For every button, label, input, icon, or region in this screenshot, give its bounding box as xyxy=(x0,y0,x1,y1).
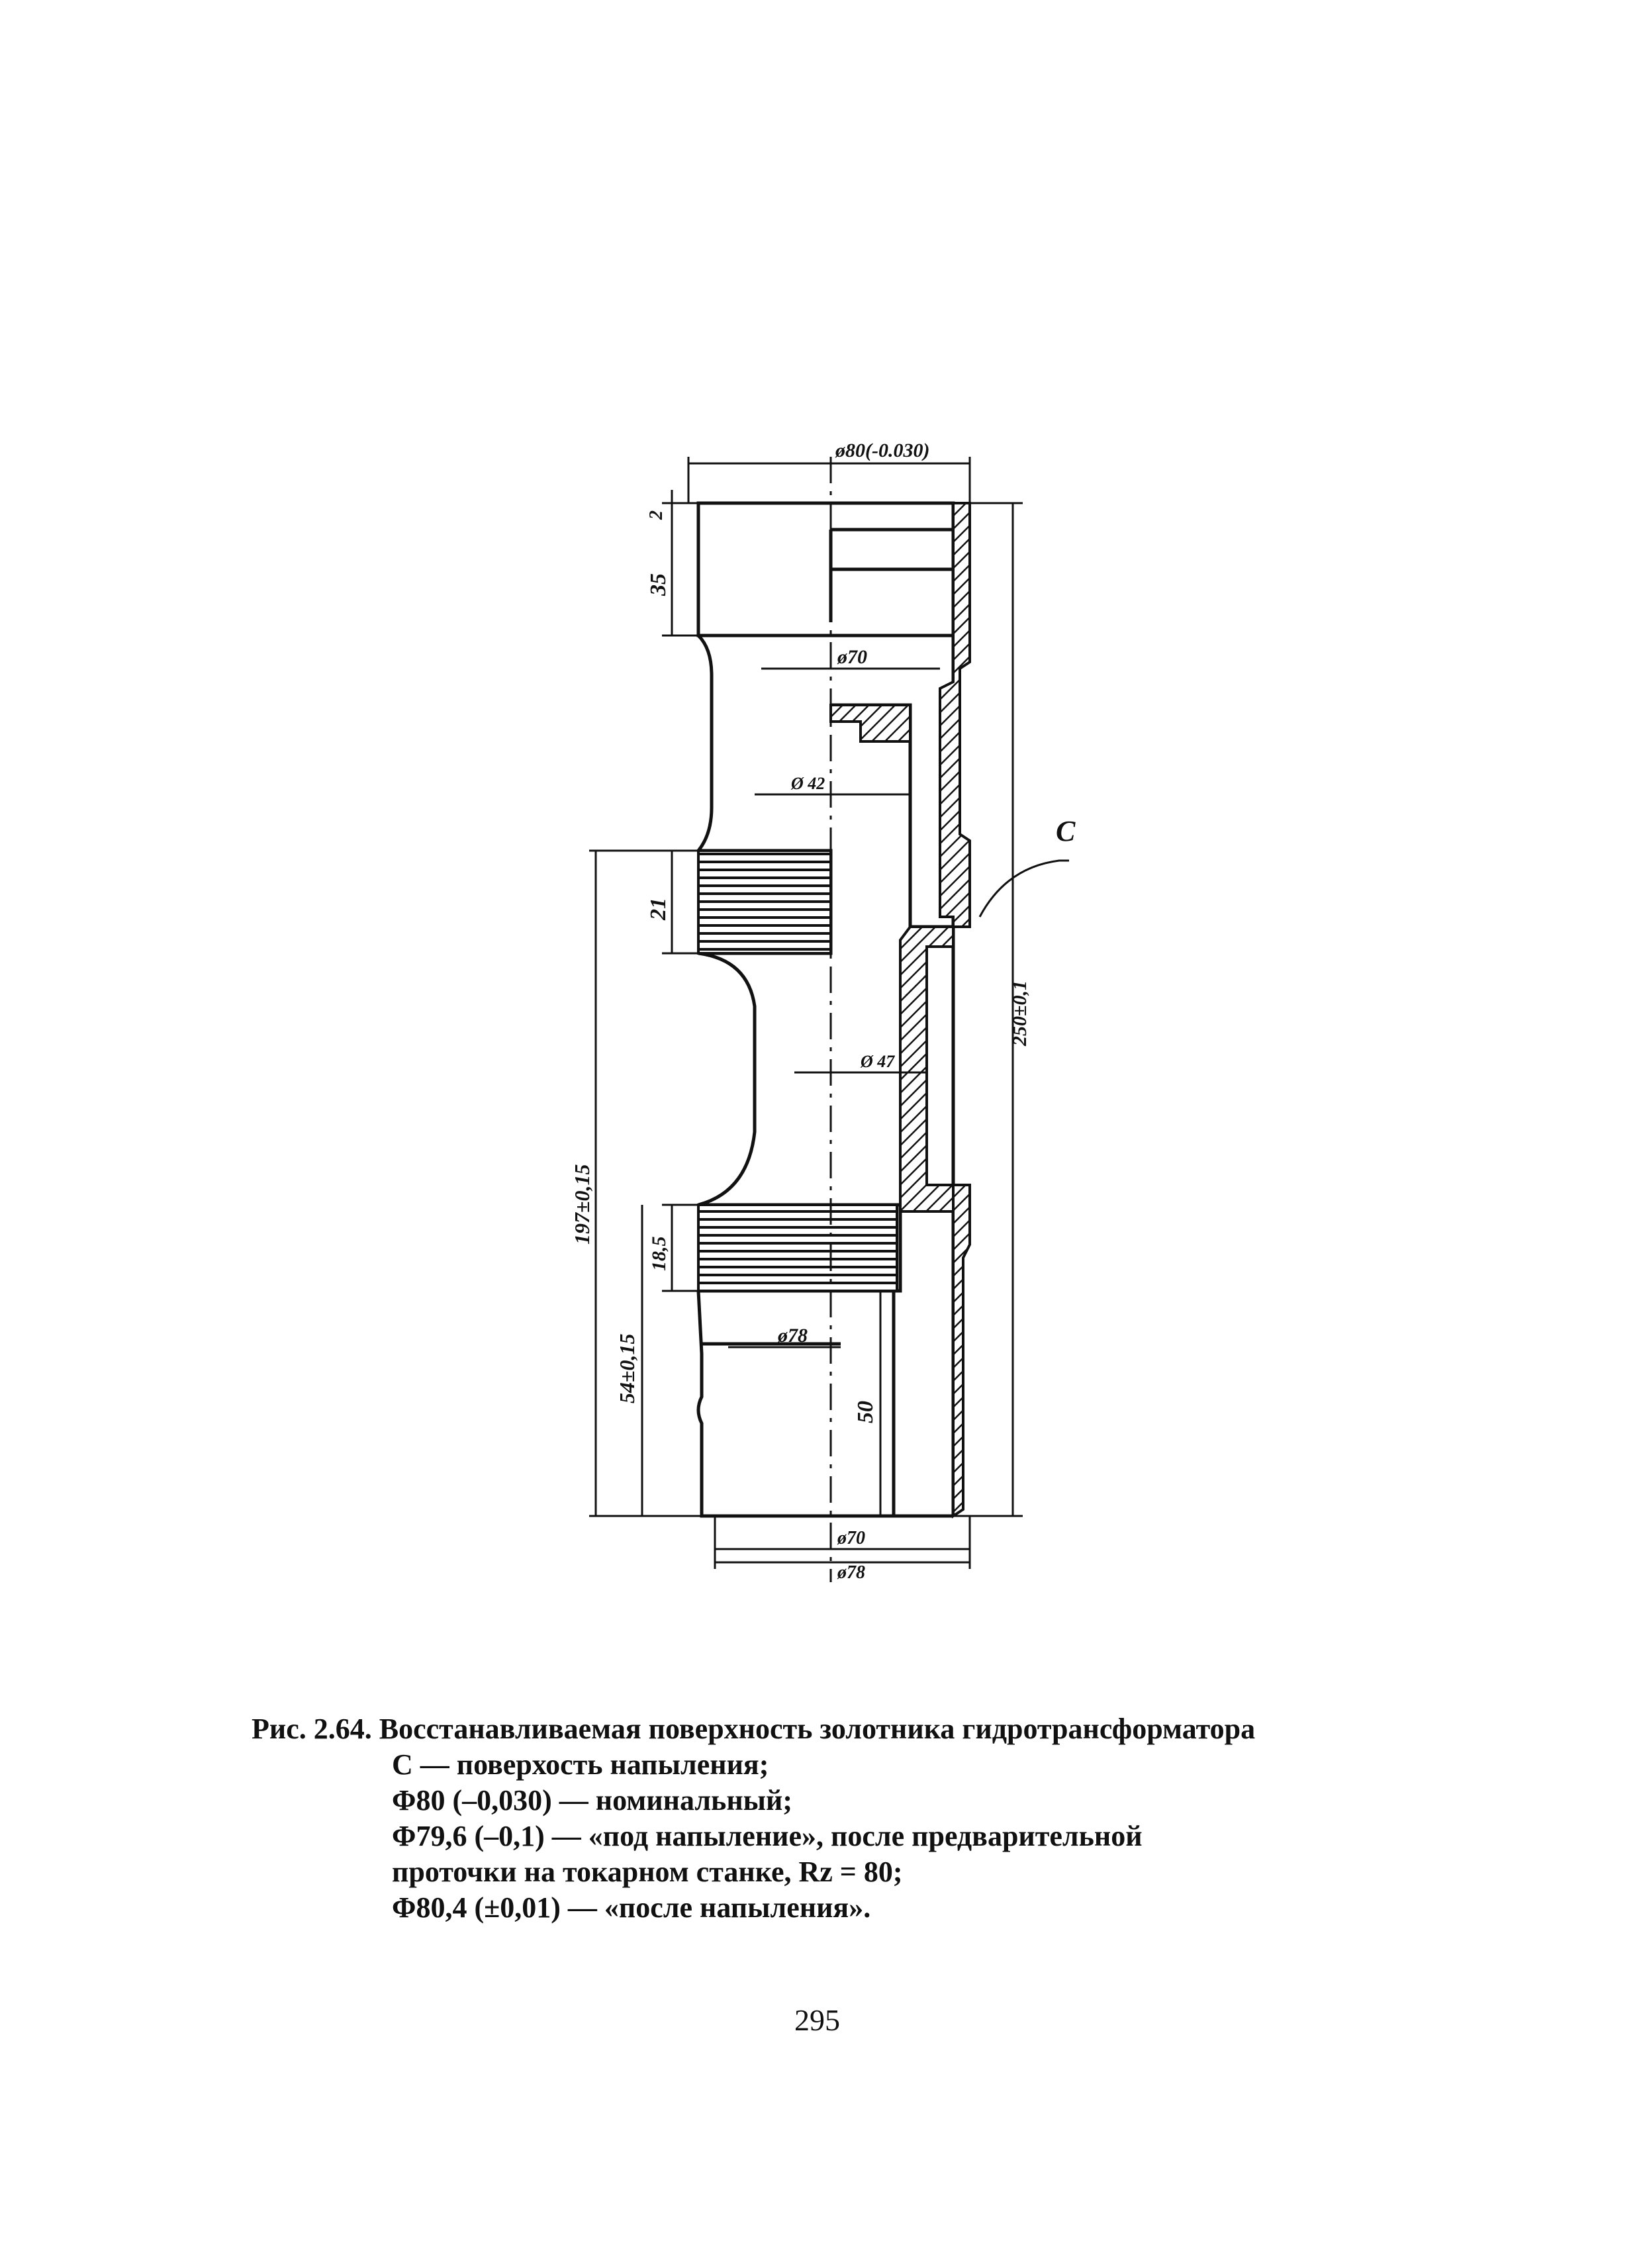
dim-21: 21 xyxy=(646,898,671,921)
dim-35: 35 xyxy=(646,573,671,596)
label-c: C xyxy=(1056,815,1076,847)
caption-title: Рис. 2.64. Восстанавливаемая поверхность… xyxy=(252,1713,1256,1745)
caption-line-3: Φ79,6 (–0,1) — «под напыление», после пр… xyxy=(392,1820,1143,1852)
dim-78-bottom: ø78 xyxy=(837,1562,865,1583)
dim-gap-2: 2 xyxy=(646,510,667,520)
caption-line-4: проточки на токарном станке, Rz = 80; xyxy=(392,1856,903,1888)
dim-197: 197±0,15 xyxy=(570,1164,594,1245)
dim-78: ø78 xyxy=(777,1325,808,1347)
caption-line-5: Φ80,4 (±0,01) — «после напыления». xyxy=(392,1891,871,1924)
caption-line-2: Φ80 (–0,030) — номинальный; xyxy=(392,1784,793,1817)
dim-50: 50 xyxy=(853,1401,878,1423)
dim-70: ø70 xyxy=(837,646,867,668)
dim-18: 18,5 xyxy=(648,1237,670,1272)
dim-top-diameter: ø80(-0.030) xyxy=(835,440,929,461)
dim-42: Ø 42 xyxy=(790,774,825,793)
figure-caption: Рис. 2.64. Восстанавливаемая поверхность… xyxy=(252,1711,1509,1926)
dim-54: 54±0,15 xyxy=(615,1333,639,1403)
section-hatching xyxy=(697,502,971,1519)
caption-line-1: С — поверхость напыления; xyxy=(392,1748,769,1781)
page-number: 295 xyxy=(794,2003,840,2037)
dim-250: 250±0,1 xyxy=(1009,980,1031,1047)
dimension-lines xyxy=(589,457,1069,1569)
dim-47: Ø 47 xyxy=(860,1052,895,1071)
dim-70-bottom: ø70 xyxy=(837,1528,865,1548)
